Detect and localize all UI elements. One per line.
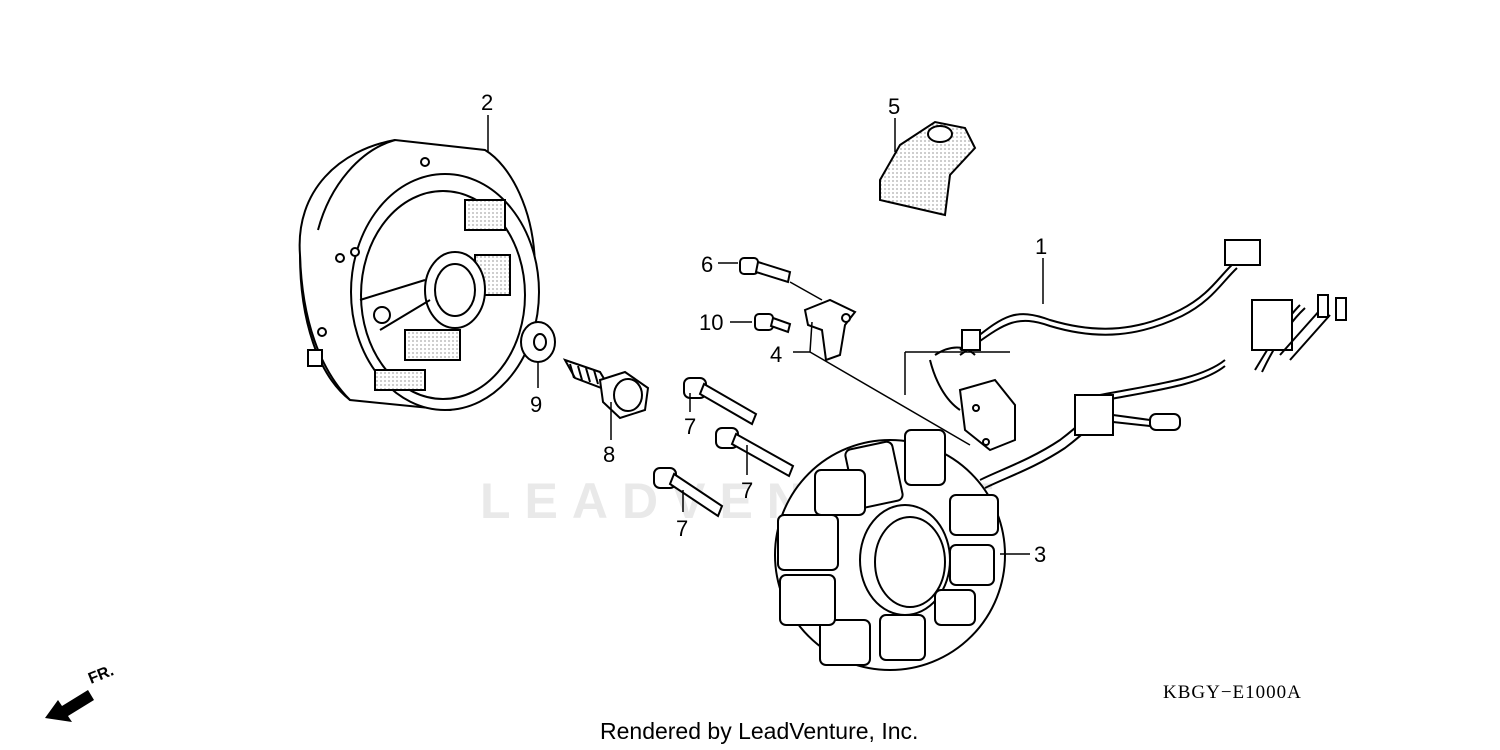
- diagram-code: KBGY−E1000A: [1163, 682, 1302, 703]
- flange-bolt: [562, 358, 650, 420]
- render-credit: Rendered by LeadVenture, Inc.: [600, 718, 919, 744]
- washer: [520, 321, 556, 363]
- callout-3: 3: [1034, 542, 1047, 567]
- flywheel-rotor: [298, 138, 540, 412]
- long-bolts: [653, 377, 795, 518]
- callout-10: 10: [699, 310, 724, 335]
- stator-coil: [774, 429, 1006, 671]
- callout-7b: 7: [741, 478, 754, 503]
- callout-7c: 7: [676, 516, 689, 541]
- callout-5: 5: [888, 94, 901, 119]
- wire-harness: [929, 239, 1347, 489]
- small-bolts: [739, 257, 792, 334]
- callout-6: 6: [701, 252, 714, 277]
- leader-lines: [487, 115, 1044, 555]
- callout-2: 2: [481, 90, 494, 115]
- wire-bracket: [803, 298, 857, 362]
- callout-7a: 7: [684, 414, 697, 439]
- callout-8: 8: [603, 442, 616, 467]
- front-arrow-icon: [45, 690, 94, 722]
- clamp-block: [879, 120, 977, 217]
- callout-4: 4: [770, 342, 783, 367]
- callout-1: 1: [1035, 234, 1048, 259]
- callout-9: 9: [530, 392, 543, 417]
